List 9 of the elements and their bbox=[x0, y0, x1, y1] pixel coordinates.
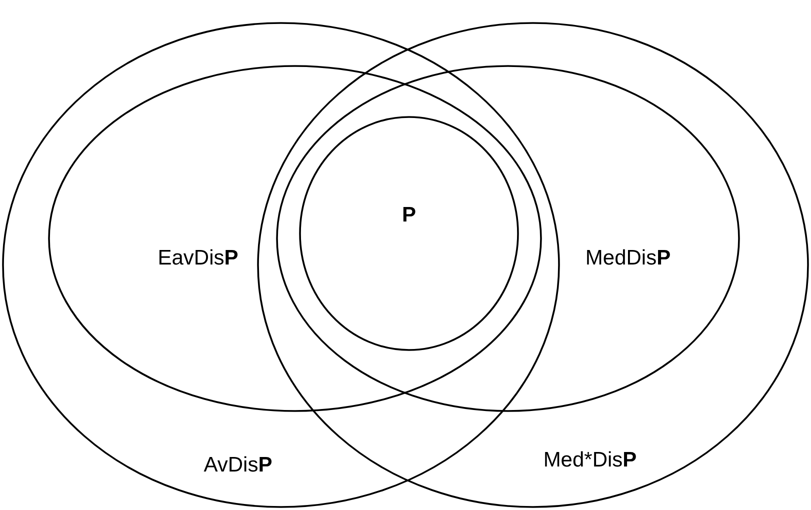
set-label: Med*DisP bbox=[543, 450, 637, 470]
set-label: MedDisP bbox=[585, 248, 671, 268]
set-ellipse bbox=[299, 116, 519, 351]
set-label: P bbox=[402, 204, 416, 226]
set-ellipse bbox=[257, 22, 809, 508]
set-label: AvDisP bbox=[204, 454, 272, 476]
set-ellipse bbox=[48, 65, 542, 412]
set-label: EavDisP bbox=[158, 248, 238, 268]
set-ellipse bbox=[276, 65, 740, 412]
